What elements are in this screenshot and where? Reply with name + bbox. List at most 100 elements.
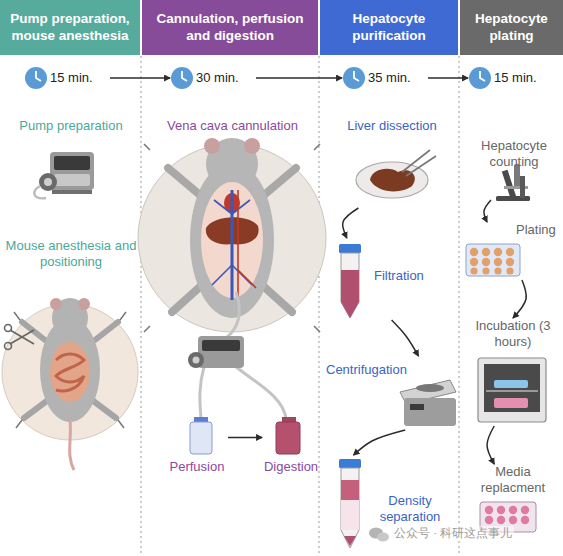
conical-tube-part: [339, 459, 361, 468]
petri-dish: [356, 150, 436, 198]
step-label: Perfusion: [166, 459, 228, 475]
buffer-bottle-part: [190, 422, 212, 454]
cannulation-mouse-part: [231, 190, 234, 300]
microscope: [496, 164, 530, 201]
culture-plate-part: [497, 516, 505, 524]
time-label: 35 min.: [368, 70, 428, 86]
step-node: Mouse anesthesia and positioning: [4, 238, 138, 468]
culture-plate-part: [509, 516, 517, 524]
step-label: Vena cava cannulation: [150, 118, 315, 134]
clock-icon-part: [182, 71, 187, 81]
phase-header: Cannulation, perfusion and digestion: [142, 0, 318, 55]
conical-tube-part: [341, 500, 359, 530]
culture-plate-part: [485, 506, 493, 514]
culture-plate-part: [497, 506, 505, 514]
peristaltic-pump-part: [52, 190, 92, 194]
culture-plate-part: [506, 267, 513, 274]
time-node: 35 min.: [342, 66, 428, 90]
anesthetized-mouse-part: [78, 298, 90, 310]
step-label: Centrifugation: [326, 362, 426, 378]
step-label: Incubation (3 hours): [466, 318, 560, 350]
centrifuge-part: [404, 398, 456, 426]
watermark-icon-part: [377, 533, 389, 542]
cannulation-mouse-part: [204, 138, 220, 154]
culture-plate-part: [470, 267, 477, 274]
conical-tube-part: [344, 536, 356, 546]
flow-arrow: [484, 200, 491, 222]
phase-header: Hepatocyte purification: [320, 0, 458, 55]
culture-plate: [466, 244, 520, 276]
step-label: Density separation: [374, 493, 446, 525]
culture-plate-part: [485, 516, 493, 524]
step-node: Digestion: [262, 415, 320, 479]
step-node: Pump preparation: [8, 118, 134, 210]
culture-plate-part: [509, 506, 517, 514]
cannulation-mouse-part: [244, 138, 260, 154]
flow-arrow: [256, 77, 342, 79]
header-text: Pump preparation, mouse anesthesia: [0, 0, 140, 55]
peristaltic-pump-part: [202, 340, 240, 351]
centrifuge-part: [416, 384, 444, 392]
time-label: 15 min.: [50, 70, 110, 86]
conical-tube-part: [341, 480, 359, 500]
header-text: Cannulation, perfusion and digestion: [142, 0, 318, 55]
peristaltic-pump-part: [34, 186, 46, 198]
peristaltic-pump-part: [198, 336, 244, 368]
clock-icon-part: [36, 71, 41, 81]
scissors-icon: [5, 325, 35, 350]
step-label: Mouse anesthesia and positioning: [4, 238, 138, 270]
header-text: Hepatocyte plating: [460, 0, 563, 55]
time-label: 15 min.: [494, 70, 554, 86]
culture-plate-part: [482, 267, 489, 274]
conical-tube: [339, 459, 361, 548]
centrifuge-part: [410, 404, 424, 410]
step-node: Centrifugation: [326, 356, 458, 430]
flow-arrow: [487, 426, 494, 464]
clock-icon-part: [354, 71, 359, 81]
peristaltic-pump-part: [188, 352, 204, 368]
petri-dish-part: [370, 169, 415, 192]
flow-arrow: [354, 430, 406, 455]
culture-plate-part: [470, 258, 478, 266]
culture-plate-part: [466, 244, 520, 276]
step-label: Pump preparation: [8, 118, 134, 134]
anesthetized-mouse-part: [70, 420, 74, 470]
phase-header: Hepatocyte plating: [460, 0, 563, 55]
anesthetized-mouse-part: [14, 312, 126, 428]
culture-plate-part: [494, 258, 502, 266]
flow-arrow: [343, 208, 359, 238]
flow-arrow: [428, 77, 468, 79]
conical-tube-part: [341, 468, 359, 548]
clock-icon-part: [480, 71, 485, 81]
clock-icon-part: [343, 67, 365, 89]
step-node: Liver dissection: [336, 118, 448, 208]
cannulation-mouse-part: [168, 168, 296, 312]
column-separator-part: [319, 56, 320, 556]
anesthetized-mouse: [2, 298, 138, 470]
flow-arrow: [110, 77, 170, 79]
anesthetized-mouse-part: [50, 342, 90, 402]
step-label: Filtration: [374, 268, 442, 284]
time-node: 15 min.: [24, 66, 110, 90]
step-node: Vena cava cannulation: [150, 118, 315, 338]
perfusion-tubing-part: [226, 292, 239, 338]
step-label: Media replacment: [466, 464, 560, 496]
step-node: Incubation (3 hours): [466, 318, 560, 426]
step-label: Plating: [516, 222, 562, 238]
centrifuge: [400, 380, 456, 426]
culture-plate-part: [482, 258, 490, 266]
clock-icon-part: [171, 67, 193, 89]
step-node: Plating: [462, 222, 562, 280]
scissors-icon-part: [5, 343, 12, 350]
incubator-part: [486, 390, 538, 392]
peristaltic-pump-part: [44, 178, 52, 186]
time-node: 30 min.: [170, 66, 256, 90]
culture-plate-part: [494, 267, 501, 274]
incubator-part: [478, 358, 546, 422]
culture-plate-part: [482, 248, 490, 256]
conical-tube-part: [339, 244, 361, 253]
clock-icon-part: [469, 67, 491, 89]
step-label: Liver dissection: [336, 118, 448, 134]
